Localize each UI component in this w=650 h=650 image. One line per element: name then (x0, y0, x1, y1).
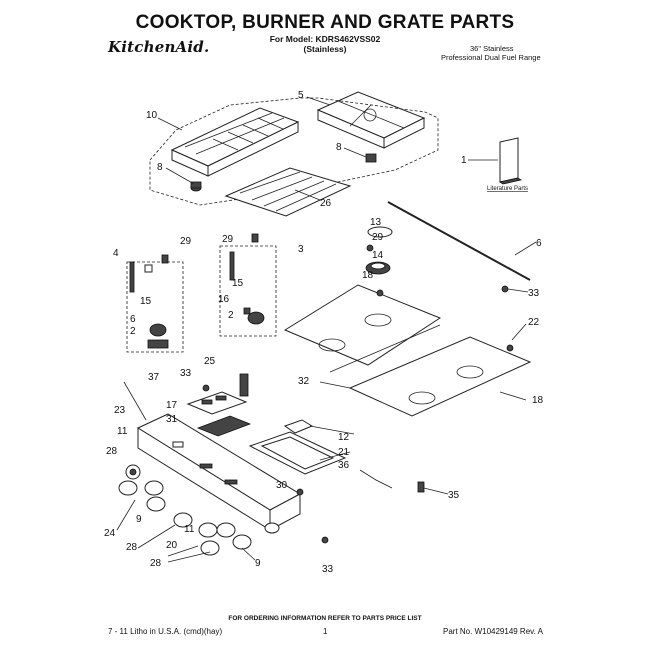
callout-31: 31 (166, 414, 178, 425)
grate-right (316, 91, 426, 149)
callout-6-left: 6 (130, 314, 136, 325)
callout-21: 21 (338, 447, 350, 458)
literature-label: Literature Parts (487, 186, 528, 192)
grate-foot-left (190, 181, 202, 192)
callout-11-left: 11 (117, 426, 128, 437)
callout-9-left: 9 (136, 514, 142, 525)
ordering-note: FOR ORDERING INFORMATION REFER TO PARTS … (228, 615, 422, 622)
callout-25: 25 (204, 356, 216, 367)
callout-labels: 10 5 1 8 8 26 13 29 14 18 6 33 22 18 32 … (104, 90, 544, 575)
callout-32: 32 (298, 376, 310, 387)
control-panel (136, 413, 302, 531)
callout-2-center: 2 (228, 310, 234, 321)
callout-22: 22 (528, 317, 540, 328)
callout-30: 30 (276, 480, 288, 491)
callout-14: 14 (372, 250, 384, 261)
bracket (239, 373, 249, 397)
callout-33-bottom: 33 (322, 564, 334, 575)
callout-33-bracket: 33 (180, 368, 192, 379)
callout-6-rod: 6 (536, 238, 542, 249)
callout-17: 17 (166, 400, 178, 411)
grate-foot-right (365, 153, 377, 163)
channel-frame (248, 431, 347, 475)
callout-28-mid: 28 (126, 542, 138, 553)
brand-logo: KitchenAid. (108, 38, 210, 56)
switch-plate (186, 391, 248, 415)
grate-left (170, 107, 300, 177)
callout-13: 13 (370, 217, 382, 228)
callout-29-center: 29 (222, 234, 234, 245)
burner-pan-lower (348, 336, 532, 417)
page-number: 1 (323, 627, 328, 636)
part-number: Part No. W10429149 Rev. A (443, 627, 543, 636)
callout-18-lower: 18 (532, 395, 544, 406)
spark-module (283, 419, 314, 434)
burner-pan-upper (283, 284, 442, 366)
callout-20: 20 (166, 540, 178, 551)
callout-1: 1 (461, 155, 467, 166)
callout-29-left: 29 (180, 236, 192, 247)
model-finish: (Stainless) (303, 44, 347, 54)
product-spec-type: Professional Dual Fuel Range (441, 53, 541, 62)
callout-2-left: 2 (130, 326, 136, 337)
callout-33-right: 33 (528, 288, 540, 299)
callout-16: 16 (218, 294, 230, 305)
callout-5: 5 (298, 90, 304, 101)
callout-10: 10 (146, 110, 158, 121)
literature-booklet (498, 137, 523, 185)
callout-29-burner: 29 (372, 232, 384, 243)
callout-28-bottom: 28 (150, 558, 162, 569)
product-spec-size: 36" Stainless (470, 44, 514, 53)
knob-group (118, 464, 280, 556)
callout-9-right: 9 (255, 558, 261, 569)
page-title: COOKTOP, BURNER AND GRATE PARTS (135, 12, 515, 33)
litho-info: 7 - 11 Litho in U.S.A. (cmd)(hay) (108, 627, 223, 636)
callout-15-left: 15 (140, 296, 152, 307)
screws (202, 285, 514, 544)
callout-11-right: 11 (184, 524, 195, 535)
callout-26: 26 (320, 198, 332, 209)
cooktop-rail (224, 167, 352, 217)
callout-3: 3 (298, 244, 304, 255)
callout-4: 4 (113, 248, 119, 259)
callout-8-right: 8 (336, 142, 342, 153)
callout-24: 24 (104, 528, 116, 539)
support-rod (387, 201, 531, 281)
valve-assembly-left (126, 254, 184, 353)
callout-12: 12 (338, 432, 350, 443)
callout-28-top: 28 (106, 446, 118, 457)
callout-37: 37 (148, 372, 160, 383)
callout-8-left: 8 (157, 162, 163, 173)
burner-cap (367, 226, 393, 238)
leader-lines (116, 96, 537, 563)
callout-35: 35 (448, 490, 460, 501)
callout-15-center: 15 (232, 278, 244, 289)
callout-36: 36 (338, 460, 350, 471)
callout-23: 23 (114, 405, 126, 416)
callout-18-upper: 18 (362, 270, 374, 281)
switch-module (196, 415, 252, 437)
valve-assembly-center (219, 233, 277, 337)
burner-base (365, 261, 391, 275)
model-number: For Model: KDRS462VSS02 (269, 34, 381, 44)
